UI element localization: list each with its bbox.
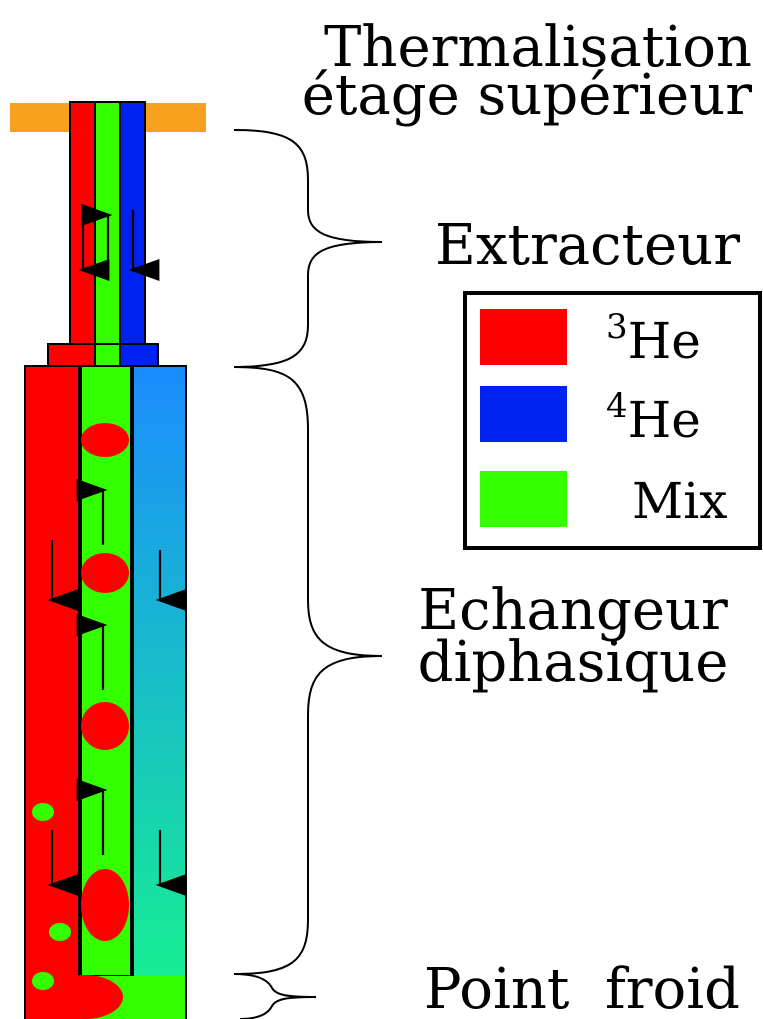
extracteur-label: Extracteur	[435, 213, 740, 278]
he3-bubble	[81, 423, 129, 457]
thermalisation-sublabel: étage supérieur	[302, 63, 753, 128]
legend-label-he4: 4He	[606, 386, 701, 449]
he3-bubble	[81, 869, 129, 941]
legend-label-mix: Mix	[632, 472, 727, 530]
legend-swatch-mix	[480, 471, 567, 527]
echangeur-sublabel: diphasique	[418, 630, 729, 695]
he3-pool	[47, 975, 123, 1019]
legend-swatch-he3	[480, 309, 567, 365]
legend-swatch-he4	[480, 386, 567, 442]
exchanger-he3-channel	[24, 365, 81, 1019]
brace-extracteur	[233, 129, 383, 368]
point-froid-label: Point froid	[424, 957, 740, 1019]
step-right	[119, 343, 159, 367]
step-left	[47, 343, 96, 367]
mix-bubble	[32, 972, 54, 990]
flow-arrows	[47, 204, 187, 896]
mix-bubble	[49, 923, 71, 941]
step-mix	[94, 343, 121, 367]
legend: 3He 4He Mix	[463, 291, 762, 550]
he3-bubble	[81, 553, 129, 593]
he3-bubble	[81, 702, 129, 750]
legend-label-he3: 3He	[606, 307, 701, 370]
brace-point-froid	[233, 973, 317, 1019]
mix-bubble	[32, 803, 54, 821]
thermalisation-label: Thermalisation	[324, 15, 752, 80]
echangeur-label: Echangeur	[418, 578, 728, 643]
brace-echangeur	[233, 366, 383, 975]
exchanger-he4-channel	[131, 365, 187, 1019]
